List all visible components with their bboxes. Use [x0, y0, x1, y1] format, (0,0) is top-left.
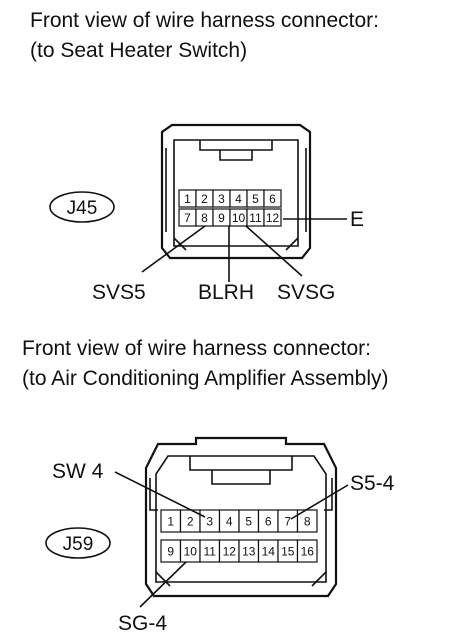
connector2-row2-pin-number: 14: [262, 545, 276, 559]
connector1-caption-line2: (to Seat Heater Switch): [30, 39, 247, 62]
connector2-row1-pin-number: 8: [304, 515, 311, 529]
connector1-row1-pin-number: 5: [252, 192, 259, 206]
label-e: E: [350, 208, 364, 231]
connector1-id: J45: [67, 198, 98, 219]
connector1-row2-pin-number: 10: [232, 211, 246, 225]
connector1-row1-pin-number: 3: [218, 192, 225, 206]
connector2-row2-pin-number: 15: [281, 545, 295, 559]
label-sw4: SW 4: [52, 460, 104, 483]
label-blrh: BLRH: [198, 281, 254, 304]
connector2-row1-pin-number: 1: [167, 515, 174, 529]
connector1-caption-line1: Front view of wire harness connector:: [30, 9, 379, 32]
connector1-id-badge: J45: [49, 191, 115, 223]
connector2-row1-pin-number: 5: [245, 515, 252, 529]
connector1-row2-cell: [263, 208, 282, 227]
connector2-caption-line1: Front view of wire harness connector:: [22, 337, 371, 360]
sw4-leader-line: [114, 471, 206, 518]
connector2-row1-pin-number: 6: [265, 515, 272, 529]
connector1-row2-pin-number: 9: [218, 211, 225, 225]
connector1-row1-cell: [263, 189, 282, 208]
connector2-row1-pin-number: 3: [206, 515, 213, 529]
connector1-row1-pin-number: 4: [235, 192, 242, 206]
connector1-row2-pin-number: 11: [249, 211, 262, 225]
connector2-row2-pin-number: 16: [301, 545, 315, 559]
connector2-row1-pin-number: 2: [187, 515, 194, 529]
connector2-row2-pin-number: 11: [204, 545, 217, 559]
connector1-housing: [160, 123, 312, 260]
connector2-caption-line2: (to Air Conditioning Amplifier Assembly): [22, 367, 389, 390]
svs5-leader-line: [141, 225, 206, 273]
connector1-row1-pin-number: 1: [184, 192, 191, 206]
connector2-id: J59: [63, 534, 94, 555]
connector2-row2-cell: [296, 539, 318, 563]
connector2-row2-pin-number: 12: [223, 545, 237, 559]
connector2-id-badge: J59: [45, 527, 111, 559]
label-svs5: SVS5: [92, 281, 146, 304]
connector1-row2-pin-number: 7: [184, 211, 191, 225]
connector1-row1-pin-number: 2: [201, 192, 208, 206]
connector2-row1-pin-number: 4: [226, 515, 233, 529]
s54-leader-line: [290, 484, 349, 520]
connector1-row2-pin-number: 8: [201, 211, 208, 225]
label-sg4: SG-4: [118, 612, 167, 635]
sg4-leader-line: [139, 561, 187, 608]
connector2-housing: [144, 436, 338, 598]
connector2-row1-pin-number: 7: [284, 515, 291, 529]
label-s54: S5-4: [350, 472, 395, 495]
connector2-row2-pin-number: 10: [184, 545, 198, 559]
connector2-row2-pin-number: 13: [242, 545, 256, 559]
svsg-leader-line: [245, 225, 303, 277]
connector1-row2-pin-number: 12: [266, 211, 280, 225]
connector2-row2-pin-number: 9: [167, 545, 174, 559]
connector1-row1-pin-number: 6: [269, 192, 276, 206]
label-svsg: SVSG: [277, 281, 335, 304]
